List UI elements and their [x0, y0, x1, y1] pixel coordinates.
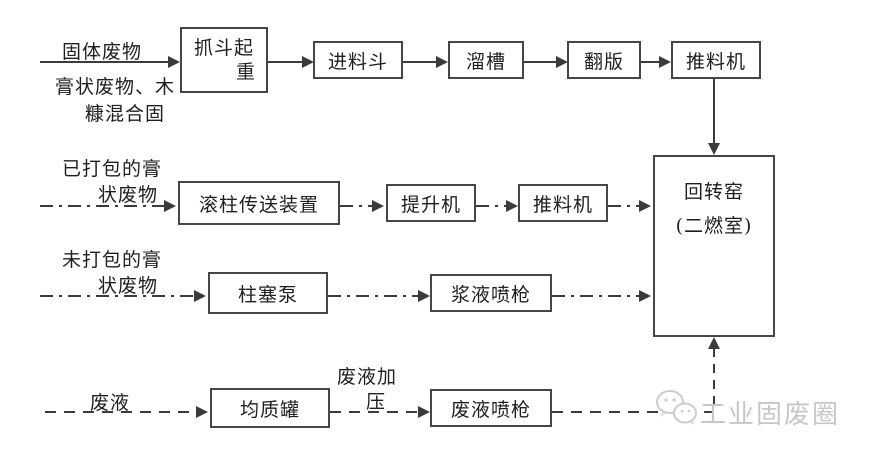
- label-unpacked-paste-line2: 状废物: [98, 275, 159, 297]
- chat-bubbles-icon: [653, 388, 701, 434]
- arrowhead-up-icon: [708, 337, 720, 349]
- label-packed-paste-line2: 状废物: [98, 184, 159, 206]
- label-paste-waste-mix-line1: 膏状废物、木: [55, 76, 176, 98]
- label-unpacked-paste-line1: 未打包的膏: [62, 249, 163, 271]
- arrowhead-right-icon: [506, 200, 518, 212]
- connector-dashdot: [40, 295, 196, 297]
- arrowhead-right-icon: [556, 56, 568, 68]
- arrowhead-right-icon: [168, 56, 180, 68]
- box-grab-crane-line1: 抓斗起: [193, 37, 254, 59]
- arrowhead-right-icon: [659, 56, 671, 68]
- connector-dashdot: [552, 295, 641, 297]
- label-waste-liquid-pressure-line1: 废液加: [337, 366, 398, 388]
- box-elevator: 提升机: [386, 184, 476, 222]
- box-waste-liquid-spray-gun: 废液喷枪: [430, 389, 552, 427]
- box-roller-conveyor: 滚柱传送装置: [178, 181, 340, 225]
- label-waste-liquid-pressure-line2: 压: [366, 391, 387, 413]
- box-slurry-spray-gun: 浆液喷枪: [430, 274, 552, 312]
- connector-dashed: [330, 411, 420, 413]
- connector-dashdot: [328, 295, 420, 297]
- box-homogenization-tank: 均质罐: [210, 388, 330, 428]
- box-grab-crane: 抓斗起 重: [180, 27, 268, 93]
- arrowhead-right-icon: [302, 56, 314, 68]
- label-paste-waste-mix-line2: 糠混合固: [85, 103, 166, 125]
- arrowhead-right-icon: [372, 200, 384, 212]
- label-packed-paste-line1: 已打包的膏: [62, 158, 163, 180]
- connector-solid: [524, 61, 558, 63]
- connector-dashdot: [40, 205, 166, 207]
- connector-solid: [641, 61, 661, 63]
- box-feed-hopper: 进料斗: [313, 41, 403, 79]
- arrowhead-right-icon: [194, 290, 206, 302]
- arrowhead-right-icon: [164, 200, 176, 212]
- label-waste-liquid: 废液: [90, 392, 131, 414]
- connector-solid: [403, 61, 438, 63]
- box-plunger-pump: 柱塞泵: [208, 272, 328, 314]
- box-flip-plate: 翻版: [567, 41, 641, 79]
- box-rotary-kiln-line2: (二燃室): [675, 215, 753, 237]
- arrowhead-right-icon: [436, 56, 448, 68]
- watermark-text: 工业固废圈: [700, 400, 841, 430]
- connector-dashed-vertical: [713, 348, 715, 412]
- connector-solid-vertical: [713, 79, 715, 145]
- box-pusher-row2: 推料机: [518, 184, 608, 222]
- connector-dashed: [45, 411, 198, 413]
- connector-dashdot: [476, 205, 508, 207]
- arrowhead-right-icon: [418, 290, 430, 302]
- arrowhead-down-icon: [708, 143, 720, 155]
- connector-dashdot: [608, 205, 641, 207]
- box-grab-crane-line2: 重: [235, 61, 256, 83]
- arrowhead-right-icon: [418, 406, 430, 418]
- box-pusher-row1: 推料机: [671, 41, 761, 79]
- connector-solid: [40, 61, 170, 63]
- box-rotary-kiln: 回转窑 (二燃室): [653, 155, 775, 337]
- arrowhead-right-icon: [639, 290, 651, 302]
- connector-dashdot: [340, 205, 374, 207]
- box-rotary-kiln-line1: 回转窑: [683, 181, 744, 203]
- label-solid-waste: 固体废物: [62, 41, 143, 63]
- connector-solid: [268, 61, 304, 63]
- connector-dashed: [552, 411, 714, 413]
- arrowhead-right-icon: [196, 406, 208, 418]
- arrowhead-right-icon: [639, 200, 651, 212]
- box-chute: 溜槽: [448, 41, 524, 79]
